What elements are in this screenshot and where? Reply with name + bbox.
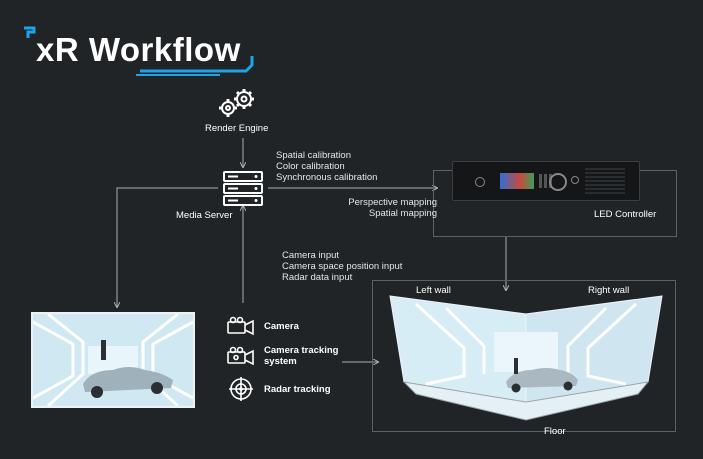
camera-icon: [227, 316, 254, 336]
tunnel-scene-image: [33, 314, 193, 406]
led-stage-scene: [389, 295, 663, 421]
right-wall-label: Right wall: [588, 285, 630, 296]
edge-label: Camera space position input: [282, 261, 403, 272]
device-label: Radar tracking: [264, 383, 331, 395]
calibration-labels: Spatial calibration Color calibration Sy…: [276, 150, 377, 183]
floor-label: Floor: [544, 426, 566, 437]
controller-display: [500, 173, 534, 189]
xr-stage-frame: [372, 280, 676, 432]
media-server-label: Media Server: [176, 210, 233, 221]
edge-label: Spatial calibration: [276, 150, 351, 161]
display-screen: [31, 312, 195, 408]
controller-port: [571, 176, 579, 184]
led-controller-label: LED Controller: [594, 209, 657, 220]
title-underline-decoration: [24, 26, 254, 76]
edge-label: Color calibration: [276, 161, 345, 172]
edge-label: Spatial mapping: [368, 208, 437, 219]
edge-label: Camera input: [282, 250, 340, 261]
controller-dial: [549, 173, 567, 191]
edge-label: Radar data input: [282, 272, 353, 283]
device-radar: Radar tracking: [228, 377, 331, 401]
camera-tracking-icon: [227, 346, 254, 366]
edge-label: Perspective mapping: [348, 197, 437, 208]
radar-icon: [229, 377, 253, 401]
edge-label: Synchronous calibration: [276, 172, 378, 183]
device-label: system: [264, 356, 297, 367]
page-title: xR Workflow: [36, 31, 241, 68]
device-label-multiline: Camera tracking system: [264, 345, 338, 367]
controller-vent: [585, 168, 625, 194]
gears-icon: [219, 89, 254, 117]
controller-mapping-labels: Perspective mapping Spatial mapping: [330, 197, 437, 219]
device-label: Camera: [264, 320, 299, 332]
controller-power-knob: [475, 177, 485, 187]
left-wall-label: Left wall: [416, 285, 451, 296]
device-camera-tracking: Camera tracking system: [226, 345, 338, 367]
server-stack-icon: [223, 171, 263, 206]
device-label: Camera tracking: [264, 345, 339, 356]
render-engine-label: Render Engine: [205, 123, 269, 134]
device-camera: Camera: [226, 316, 299, 336]
input-labels: Camera input Camera space position input…: [282, 250, 402, 283]
led-controller-device: [452, 161, 640, 201]
